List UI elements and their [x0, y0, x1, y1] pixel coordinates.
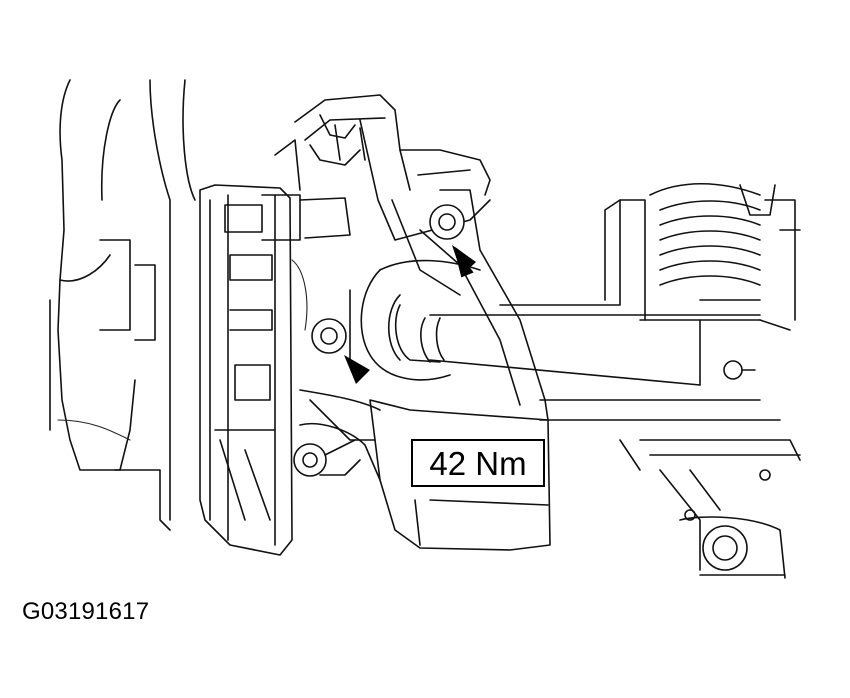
- torque-callout-box: [411, 439, 545, 487]
- torque-callout: 42 Nm: [411, 439, 545, 487]
- arrow-head-icon: [452, 245, 476, 275]
- arrow-head-icon: [344, 355, 370, 384]
- lower-right-mechanism: [619, 439, 801, 579]
- column-barrel: [299, 259, 481, 441]
- column-housing: [199, 184, 351, 556]
- lower-bracket: [293, 399, 551, 551]
- right-mechanism: [649, 183, 801, 380]
- upper-switch-assembly: [274, 94, 491, 296]
- bolt-upper: [429, 204, 476, 278]
- bracket-arm: [419, 189, 549, 421]
- bolt-upper-head: [429, 204, 465, 240]
- torque-value: 42 Nm: [429, 445, 526, 482]
- bolt-lower-head: [311, 318, 347, 354]
- figure-id: G03191617: [22, 598, 150, 625]
- left-panel: [49, 79, 196, 531]
- steering-shaft: [420, 199, 781, 421]
- bolt-lower: [311, 318, 370, 384]
